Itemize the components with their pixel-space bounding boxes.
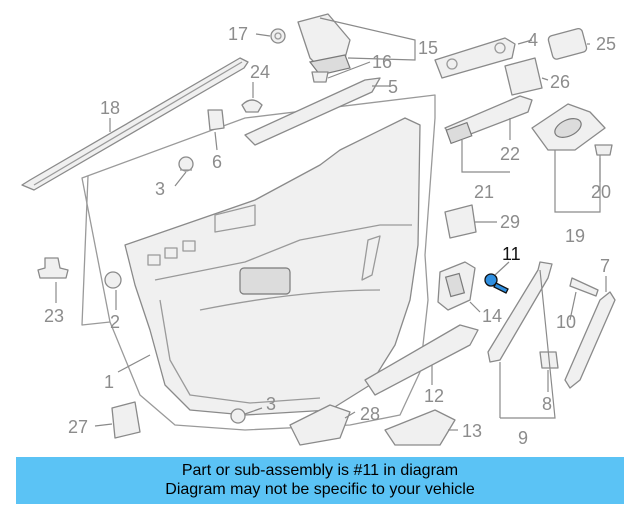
callout-24: 24 xyxy=(250,62,270,82)
callout-14: 14 xyxy=(482,306,502,326)
callout-22: 22 xyxy=(500,144,520,164)
callout-11: 11 xyxy=(502,244,521,264)
clip-20 xyxy=(594,144,613,156)
callout-5: 5 xyxy=(388,77,398,97)
banner-line-disclaimer: Diagram may not be specific to your vehi… xyxy=(165,481,475,498)
switch-panel-28 xyxy=(289,404,351,446)
callout-17: 17 xyxy=(228,24,248,44)
clip-6 xyxy=(207,109,225,131)
callout-26: 26 xyxy=(550,72,570,92)
callout-8: 8 xyxy=(542,394,552,414)
callout-16: 16 xyxy=(372,52,392,72)
callout-6: 6 xyxy=(212,152,222,172)
clip-23 xyxy=(37,257,69,279)
fastener-24 xyxy=(241,99,263,113)
callout-1: 1 xyxy=(104,372,114,392)
fastener-3-upper xyxy=(178,156,194,172)
callout-13: 13 xyxy=(462,421,482,441)
callout-20: 20 xyxy=(591,182,611,202)
callout-27: 27 xyxy=(68,417,88,437)
banner-line-part: Part or sub-assembly is #11 in diagram xyxy=(181,462,459,479)
switch-26 xyxy=(504,57,543,96)
fastener-16 xyxy=(311,71,329,83)
callout-3-lower: 3 xyxy=(266,394,276,414)
weatherstrip xyxy=(21,57,249,191)
callout-28: 28 xyxy=(360,404,380,424)
callout-10: 10 xyxy=(556,312,576,332)
switch-29 xyxy=(444,204,477,239)
callout-labels: 1 2 3 3 4 5 6 7 8 9 10 11 12 13 14 15 16… xyxy=(44,24,616,448)
mirror-cover xyxy=(297,13,351,76)
switch-panel-13 xyxy=(384,409,456,446)
callout-9: 9 xyxy=(518,428,528,448)
door-handle-bracket xyxy=(434,37,516,79)
callout-21: 21 xyxy=(474,182,494,202)
info-banner: Part or sub-assembly is #11 in diagram D… xyxy=(16,457,624,504)
part-11-screw[interactable] xyxy=(484,273,509,294)
trim-strip-9 xyxy=(487,261,553,363)
parts-diagram: 1 2 3 3 4 5 6 7 8 9 10 11 12 13 14 15 16… xyxy=(21,13,616,448)
belt-molding-upper xyxy=(244,77,381,146)
switch-25 xyxy=(547,27,588,60)
callout-2: 2 xyxy=(110,312,120,332)
switch-bezel-14 xyxy=(437,261,476,311)
callout-18: 18 xyxy=(100,98,120,118)
leader-lines xyxy=(55,17,607,431)
callout-23: 23 xyxy=(44,306,64,326)
callout-19: 19 xyxy=(565,226,585,246)
callout-12: 12 xyxy=(424,386,444,406)
callout-4: 4 xyxy=(528,30,538,50)
door-trim-panel xyxy=(81,94,436,431)
callout-29: 29 xyxy=(500,212,520,232)
armrest-pad-12 xyxy=(364,324,479,396)
armrest-bezel xyxy=(444,95,533,145)
fastener-3-lower xyxy=(230,408,246,424)
trim-strip-7 xyxy=(564,291,616,389)
callout-3-upper: 3 xyxy=(155,179,165,199)
fastener-2 xyxy=(104,271,122,289)
grommet-17 xyxy=(270,28,286,44)
handle-housing xyxy=(531,103,606,151)
switch-27 xyxy=(111,401,141,439)
callout-7: 7 xyxy=(600,256,610,276)
screw-10 xyxy=(569,277,599,297)
callout-25: 25 xyxy=(596,34,616,54)
callout-15: 15 xyxy=(418,38,438,58)
